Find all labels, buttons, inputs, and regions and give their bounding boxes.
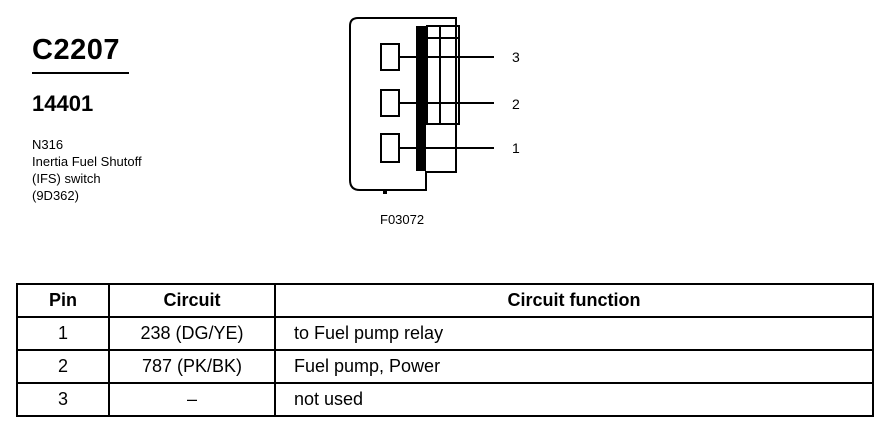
pin-label-2: 2 <box>512 96 520 112</box>
connector-housing <box>349 17 457 191</box>
header-circuit: Circuit <box>108 283 276 318</box>
table-header-row: Pin Circuit Circuit function <box>16 283 874 318</box>
cell-pin: 2 <box>16 349 110 384</box>
cell-circuit: 238 (DG/YE) <box>108 316 276 351</box>
cell-circuit: 787 (PK/BK) <box>108 349 276 384</box>
table-row: 3 – not used <box>16 382 874 417</box>
header-circuit-function: Circuit function <box>274 283 874 318</box>
description-line: (IFS) switch <box>32 171 101 186</box>
cell-pin: 1 <box>16 316 110 351</box>
pin-label-1: 1 <box>512 140 520 156</box>
cell-circuit: – <box>108 382 276 417</box>
terminal-retainer-bar <box>416 26 426 171</box>
cell-pin: 3 <box>16 382 110 417</box>
pin-cavity-3 <box>380 43 400 71</box>
header-pin: Pin <box>16 283 110 318</box>
connector-id: C2207 <box>32 34 120 66</box>
figure-code: F03072 <box>380 212 425 227</box>
pin-label-3: 3 <box>512 49 520 65</box>
table-row: 1 238 (DG/YE) to Fuel pump relay <box>16 316 874 351</box>
pin-cavity-1 <box>380 133 400 163</box>
description-line: Inertia Fuel Shutoff <box>32 154 142 169</box>
pin-function-table: Pin Circuit Circuit function 1 238 (DG/Y… <box>16 283 874 417</box>
cell-function: not used <box>274 382 874 417</box>
description-line: N316 <box>32 137 64 152</box>
component-description: N316 Inertia Fuel Shutoff (IFS) switch (… <box>32 136 142 204</box>
connector-id-underline <box>32 72 129 74</box>
description-line: (9D362) <box>32 188 79 203</box>
connector-key-notch <box>383 189 387 194</box>
connector-face-diagram <box>349 17 494 194</box>
cell-function: Fuel pump, Power <box>274 349 874 384</box>
cell-function: to Fuel pump relay <box>274 316 874 351</box>
table-row: 2 787 (PK/BK) Fuel pump, Power <box>16 349 874 384</box>
part-number: 14401 <box>32 91 94 116</box>
locking-tab-frame <box>426 25 460 125</box>
pin-cavity-2 <box>380 89 400 117</box>
